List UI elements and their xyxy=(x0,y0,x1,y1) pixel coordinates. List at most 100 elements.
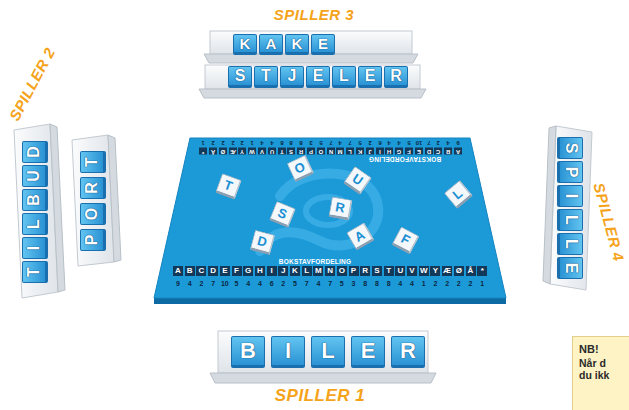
letter-count: 7 xyxy=(211,280,215,287)
letter-count: 2 xyxy=(199,280,203,287)
letter-cell: E xyxy=(220,266,230,276)
letter-cell: L xyxy=(302,266,312,276)
letter-cell: S xyxy=(287,147,295,154)
note: NB! Når d du ikk xyxy=(572,336,629,410)
rack-tile: D xyxy=(22,141,48,163)
letter-cell: H xyxy=(385,147,393,154)
rack-tile: S xyxy=(557,137,583,159)
tile-letter: I xyxy=(285,340,291,362)
rack-tile: B xyxy=(22,189,48,211)
rack-lip xyxy=(543,126,556,284)
letter-cell: Y xyxy=(238,147,246,154)
letter-count: 2 xyxy=(437,140,440,146)
letter-count: 8 xyxy=(300,140,303,146)
rack-lip xyxy=(50,124,65,292)
letter-cell: G xyxy=(395,147,403,154)
letter-cell: B xyxy=(444,147,452,154)
letter-count: 4 xyxy=(270,140,273,146)
letter-count: 7 xyxy=(349,140,352,146)
rack-tile: L xyxy=(557,209,583,231)
tile-letter: S xyxy=(275,205,288,220)
letter-count: 4 xyxy=(260,140,263,146)
letter-count: 7 xyxy=(427,140,430,146)
letter-cell: S xyxy=(372,266,382,276)
tile-letter: T xyxy=(222,177,234,192)
note-text: Når d du ikk xyxy=(579,357,619,381)
rack-lip xyxy=(210,373,436,383)
letter-cell: P xyxy=(349,266,359,276)
rack-tile: E xyxy=(557,257,583,279)
rack-tile: E xyxy=(358,66,382,88)
logo-swirl xyxy=(306,197,350,225)
letter-count: 8 xyxy=(290,140,293,146)
letter-count: 5 xyxy=(358,140,361,146)
letter-count: 2 xyxy=(368,140,371,146)
letter-count: 5 xyxy=(319,140,322,146)
letter-cell: Æ xyxy=(442,266,452,276)
tile-letter: D xyxy=(256,233,268,248)
letter-count: 5 xyxy=(407,140,410,146)
rack-lip xyxy=(108,135,121,262)
letter-cell: T xyxy=(278,147,286,154)
letter-cell: B xyxy=(185,266,195,276)
tile-letter: I xyxy=(26,246,42,250)
rack-back xyxy=(550,126,592,290)
player-name: SPILLER 3 xyxy=(274,7,354,22)
rack-tile: L xyxy=(557,233,583,255)
letter-count: 5 xyxy=(340,280,344,287)
letter-cell: P xyxy=(307,147,315,154)
letter-cell: M xyxy=(313,266,323,276)
board-edge xyxy=(154,298,506,304)
letter-count: 1 xyxy=(251,140,254,146)
tile-letter: K xyxy=(240,36,251,51)
rack-tile: S xyxy=(228,66,252,88)
tile-letter: L xyxy=(563,215,579,225)
rack-tile: E xyxy=(311,34,335,55)
tile-letter: O xyxy=(84,208,100,220)
rack-tile: E xyxy=(306,66,330,88)
letter-cell: F xyxy=(405,147,413,154)
tile-letter: U xyxy=(26,170,42,182)
letter-count: 6 xyxy=(270,280,274,287)
letter-cell: J xyxy=(366,147,374,154)
tile-letter: O xyxy=(292,159,307,175)
tile-letter: D xyxy=(26,146,42,158)
tile-letter: T xyxy=(26,267,42,277)
rack-tile: O xyxy=(80,203,106,225)
letter-cell: W xyxy=(419,266,429,276)
tile-letter: B xyxy=(26,194,42,206)
letter-count: 4 xyxy=(258,280,262,287)
rack-tile: E xyxy=(351,336,385,368)
letter-cell: V xyxy=(258,147,266,154)
letter-cell: T xyxy=(384,266,394,276)
letter-count: 4 xyxy=(388,140,391,146)
tile-letter: R xyxy=(334,200,346,214)
rack-back xyxy=(205,65,420,89)
letter-count: 2 xyxy=(433,280,437,287)
letter-cell: U xyxy=(395,266,405,276)
letter-count: 4 xyxy=(188,280,192,287)
rack-tile: R xyxy=(384,66,408,88)
letter-cell: K xyxy=(290,266,300,276)
letter-count: 4 xyxy=(398,280,402,287)
letter-cell: O xyxy=(337,266,347,276)
player-name: SPILLER 4 xyxy=(591,181,626,263)
letter-cell: D xyxy=(425,147,433,154)
tile-letter: P xyxy=(84,235,100,246)
tile-letter: R xyxy=(400,340,416,362)
letter-count: 3 xyxy=(309,140,312,146)
rack-tile: L xyxy=(311,336,345,368)
tile-letter: I xyxy=(563,194,579,198)
letter-count: 3 xyxy=(352,280,356,287)
letter-cell: E xyxy=(415,147,423,154)
letter-cell: J xyxy=(278,266,288,276)
rack-tile: P xyxy=(80,229,106,251)
note-heading: NB! xyxy=(579,343,627,355)
board-surface xyxy=(154,138,506,298)
tile-letter: E xyxy=(365,68,376,84)
letter-cell: * xyxy=(477,266,487,276)
rack-lip xyxy=(204,54,418,63)
rack-tile: R xyxy=(391,336,425,368)
letter-cell: * xyxy=(199,147,207,154)
letter-cell: Y xyxy=(430,266,440,276)
